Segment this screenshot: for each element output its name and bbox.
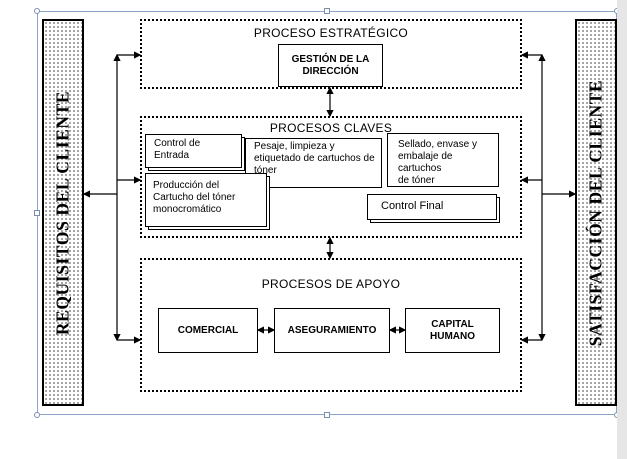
aseguramiento-label: ASEGURAMIENTO [287, 324, 377, 336]
pesaje-line3: tóner [254, 165, 277, 176]
control-entrada-box[interactable]: Control de Entrada [145, 134, 242, 168]
support-processes-title: PROCESOS DE APOYO [261, 277, 401, 291]
sellado-line3: de tóner [398, 175, 435, 186]
pesaje-line2: etiquetado de cartuchos de [254, 153, 375, 164]
key-processes-group: PROCESOS CLAVES [140, 116, 522, 238]
support-processes-group: PROCESOS DE APOYO [140, 258, 522, 392]
management-box[interactable]: GESTIÓN DE LA DIRECCIÓN [278, 44, 383, 87]
management-label-line2: DIRECCIÓN [302, 65, 359, 77]
right-edge-scrollbar[interactable] [617, 0, 627, 459]
client-satisfaction-panel: SATISFACCIÓN DEL CLIENTE [575, 19, 617, 406]
aseguramiento-box[interactable]: ASEGURAMIENTO [274, 308, 390, 353]
produccion-box[interactable]: Producción del Cartucho del tóner monocr… [145, 173, 267, 227]
strategic-process-title: PROCESO ESTRATÉGICO [253, 26, 409, 40]
management-label-line1: GESTIÓN DE LA [291, 53, 370, 65]
resize-handle-bottom[interactable] [324, 412, 330, 418]
produccion-line3: monocromático [153, 204, 222, 215]
sellado-line2: embalaje de cartuchos [398, 151, 453, 174]
produccion-line2: Cartucho del tóner [153, 192, 236, 203]
control-entrada-line1: Control de [154, 138, 201, 149]
produccion-line1: Producción del [153, 180, 220, 191]
control-entrada-line2: Entrada [154, 150, 190, 161]
comercial-box[interactable]: COMERCIAL [158, 308, 258, 353]
client-requirements-label: REQUISITOS DEL CLIENTE [52, 90, 73, 335]
capital-humano-box[interactable]: CAPITAL HUMANO [405, 308, 500, 353]
client-requirements-panel: REQUISITOS DEL CLIENTE [42, 19, 84, 406]
pesaje-box[interactable]: Pesaje, limpieza y etiquetado de cartuch… [245, 138, 382, 188]
strategic-process-group: PROCESO ESTRATÉGICO [140, 19, 522, 89]
sellado-line1: Sellado, envase y [398, 139, 477, 150]
control-final-box[interactable]: Control Final [367, 194, 497, 220]
sellado-box[interactable]: Sellado, envase y embalaje de cartuchos … [387, 133, 499, 187]
resize-handle-top[interactable] [324, 8, 330, 14]
pesaje-line1: Pesaje, limpieza y [254, 141, 335, 152]
capital-humano-line2: HUMANO [430, 330, 475, 342]
resize-handle-top-left[interactable] [34, 8, 40, 14]
key-processes-title: PROCESOS CLAVES [269, 121, 393, 135]
client-satisfaction-label: SATISFACCIÓN DEL CLIENTE [585, 79, 606, 346]
resize-handle-left[interactable] [34, 210, 40, 216]
comercial-label: COMERCIAL [177, 324, 239, 336]
resize-handle-bottom-left[interactable] [34, 412, 40, 418]
capital-humano-line1: CAPITAL [431, 318, 474, 330]
control-final-label: Control Final [381, 200, 444, 212]
